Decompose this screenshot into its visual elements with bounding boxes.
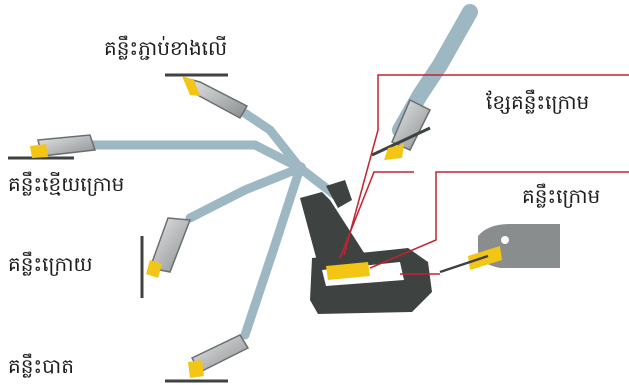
rear-anchor-hook xyxy=(140,217,192,298)
seat-back xyxy=(300,192,370,272)
car-seat xyxy=(300,180,432,314)
seat-headrest xyxy=(326,180,352,208)
strap-left xyxy=(83,140,305,173)
lower-strap-connector xyxy=(371,98,432,160)
callout-lower-strap xyxy=(343,74,629,256)
lower-anchor-left-hook xyxy=(8,134,97,160)
strap-rear xyxy=(185,163,305,223)
callout-lower-anchor xyxy=(369,171,629,269)
top-anchor-hook xyxy=(165,73,249,120)
label-floor-anchor: គន្លឹះបាត xyxy=(8,354,74,378)
strap-top xyxy=(238,107,305,173)
callout-lines xyxy=(339,74,629,275)
label-rear-anchor: គន្លឹះក្រោយ xyxy=(8,252,93,276)
label-top-anchor: គន្លឹះភ្ជាប់ខាងលើ xyxy=(104,36,228,60)
lower-anchor-right-bracket xyxy=(439,224,560,274)
callout-seat xyxy=(339,171,414,259)
strap-hub xyxy=(294,162,306,174)
label-lower-strap: ខ្សែគន្លឹះក្រោម xyxy=(486,90,590,114)
label-lower-anchor-right: គន្លឹះក្រោម xyxy=(522,184,601,208)
seat-anchor-clip xyxy=(326,262,370,280)
floor-anchor-hook xyxy=(165,334,250,383)
label-lower-anchor-left: គន្លឹះខ្មើយក្រោម xyxy=(8,172,125,196)
bracket-hole xyxy=(501,236,509,244)
strap-floor xyxy=(240,163,305,340)
